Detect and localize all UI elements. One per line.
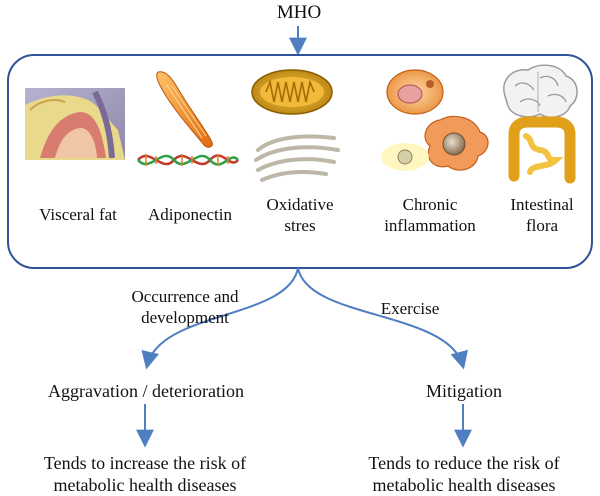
- muscle-icon: [156, 71, 213, 148]
- endoplasmic-reticulum-icon: [254, 134, 340, 182]
- factors-box: [7, 54, 593, 269]
- brain-icon: [503, 64, 578, 119]
- right-edge-label: Exercise: [380, 299, 440, 318]
- mitochondria-icon: [251, 69, 333, 115]
- right-outcome-label: Tends to reduce the risk of metabolic he…: [368, 453, 560, 495]
- factor-label-intestinal-flora: Intestinal flora: [510, 195, 574, 235]
- left-outcome-label: Tends to increase the risk of metabolic …: [43, 453, 247, 495]
- visceral-fat-icon: [25, 88, 125, 160]
- left-node-label: Aggravation / deterioration: [48, 381, 244, 401]
- intestine-icon: [508, 116, 576, 184]
- right-node-label: Mitigation: [426, 381, 502, 401]
- diagram-title: MHO: [276, 2, 322, 23]
- factor-label-adiponectin: Adiponectin: [147, 205, 233, 224]
- left-edge-label: Occurrence and development: [131, 287, 239, 327]
- dna-icon: [137, 154, 239, 166]
- factor-label-oxidative-stress: Oxidative stres: [266, 195, 334, 235]
- right-branch-curve: [297, 267, 468, 370]
- left-branch-curve: [141, 267, 299, 370]
- factor-label-chronic-inflammation: Chronic inflammation: [384, 195, 476, 235]
- macrophage-icon: [424, 115, 489, 171]
- factor-label-visceral-fat: Visceral fat: [39, 205, 117, 224]
- small-cell-icon: [381, 143, 429, 171]
- inflammatory-cell-icon: [386, 69, 444, 115]
